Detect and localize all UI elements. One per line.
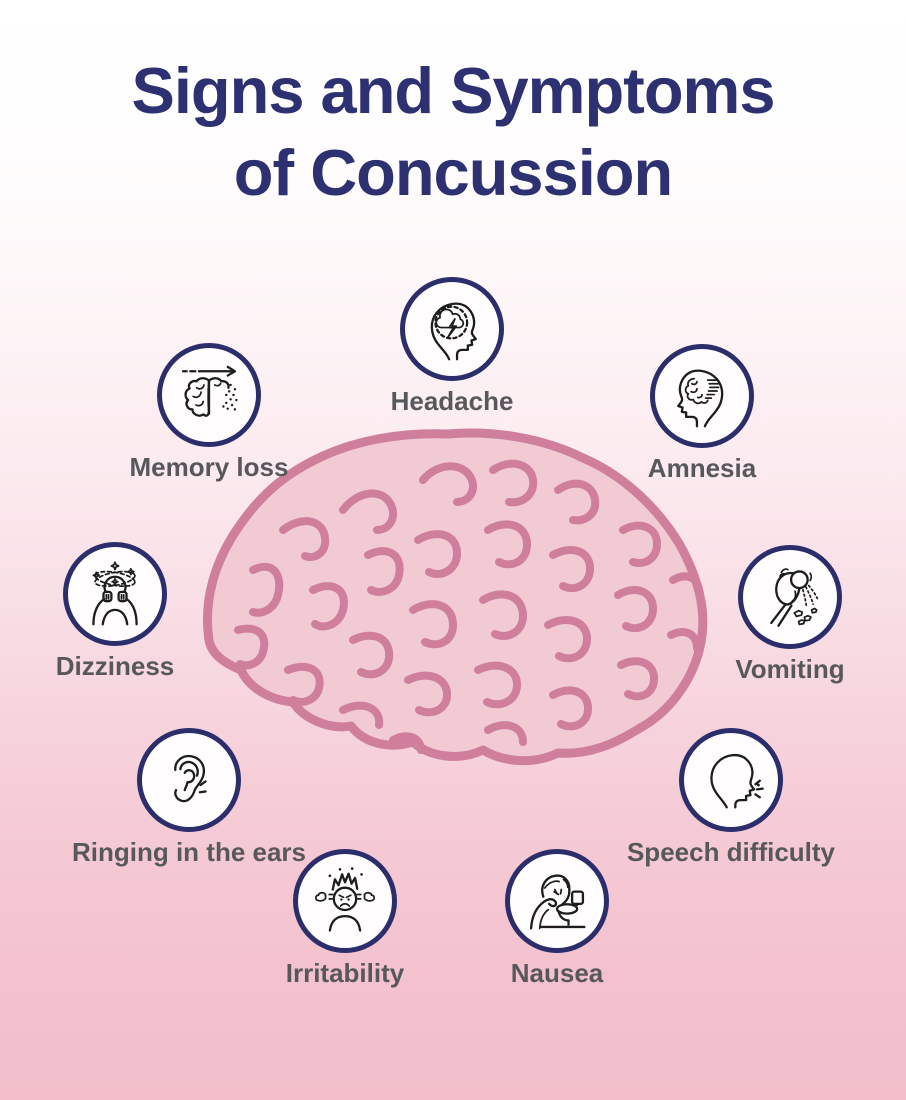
symptom-label: Dizziness (55, 651, 175, 681)
symptom-label: Headache (390, 386, 514, 416)
symptom-item-memory-loss: Memory loss (59, 343, 359, 483)
nausea-circle (505, 849, 609, 953)
irritability-icon (314, 867, 376, 932)
symptom-label: Amnesia (647, 453, 757, 483)
irritability-circle (293, 849, 397, 953)
symptom-label: Irritability (285, 958, 405, 988)
symptom-item-irritability: Irritability (195, 849, 495, 989)
memory-loss-circle (157, 343, 261, 447)
symptom-item-dizziness: Dizziness (0, 542, 265, 682)
nausea-icon (529, 874, 586, 930)
symptom-label: Ringing in the ears (71, 837, 307, 867)
amnesia-circle (650, 344, 754, 448)
vomiting-circle (738, 545, 842, 649)
symptom-label: Nausea (510, 958, 604, 988)
vomiting-icon (770, 568, 819, 627)
dizziness-icon (92, 561, 138, 626)
symptom-item-amnesia: Amnesia (552, 344, 852, 484)
ringing-in-the-ears-circle (137, 728, 241, 832)
symptom-item-headache: Headache (302, 277, 602, 417)
amnesia-icon (677, 369, 724, 428)
brain-illustration (202, 428, 708, 766)
ringing-in-the-ears-icon (174, 754, 207, 803)
headache-circle (400, 277, 504, 381)
memory-loss-icon (181, 365, 238, 417)
symptom-item-vomiting: Vomiting (640, 545, 906, 685)
headache-icon (430, 302, 477, 361)
symptom-label: Memory loss (129, 452, 289, 482)
title-line-1: Signs and Symptoms (131, 54, 776, 127)
symptom-item-ringing-in-the-ears: Ringing in the ears (39, 728, 339, 868)
speech-difficulty-icon (710, 753, 764, 809)
page-title: Signs and Symptoms of Concussion (0, 50, 906, 214)
speech-difficulty-circle (679, 728, 783, 832)
symptom-label: Speech difficulty (626, 837, 836, 867)
dizziness-circle (63, 542, 167, 646)
title-line-2: of Concussion (233, 135, 673, 209)
symptom-item-nausea: Nausea (407, 849, 707, 989)
symptom-label: Vomiting (735, 654, 845, 684)
symptom-item-speech-difficulty: Speech difficulty (581, 728, 881, 868)
